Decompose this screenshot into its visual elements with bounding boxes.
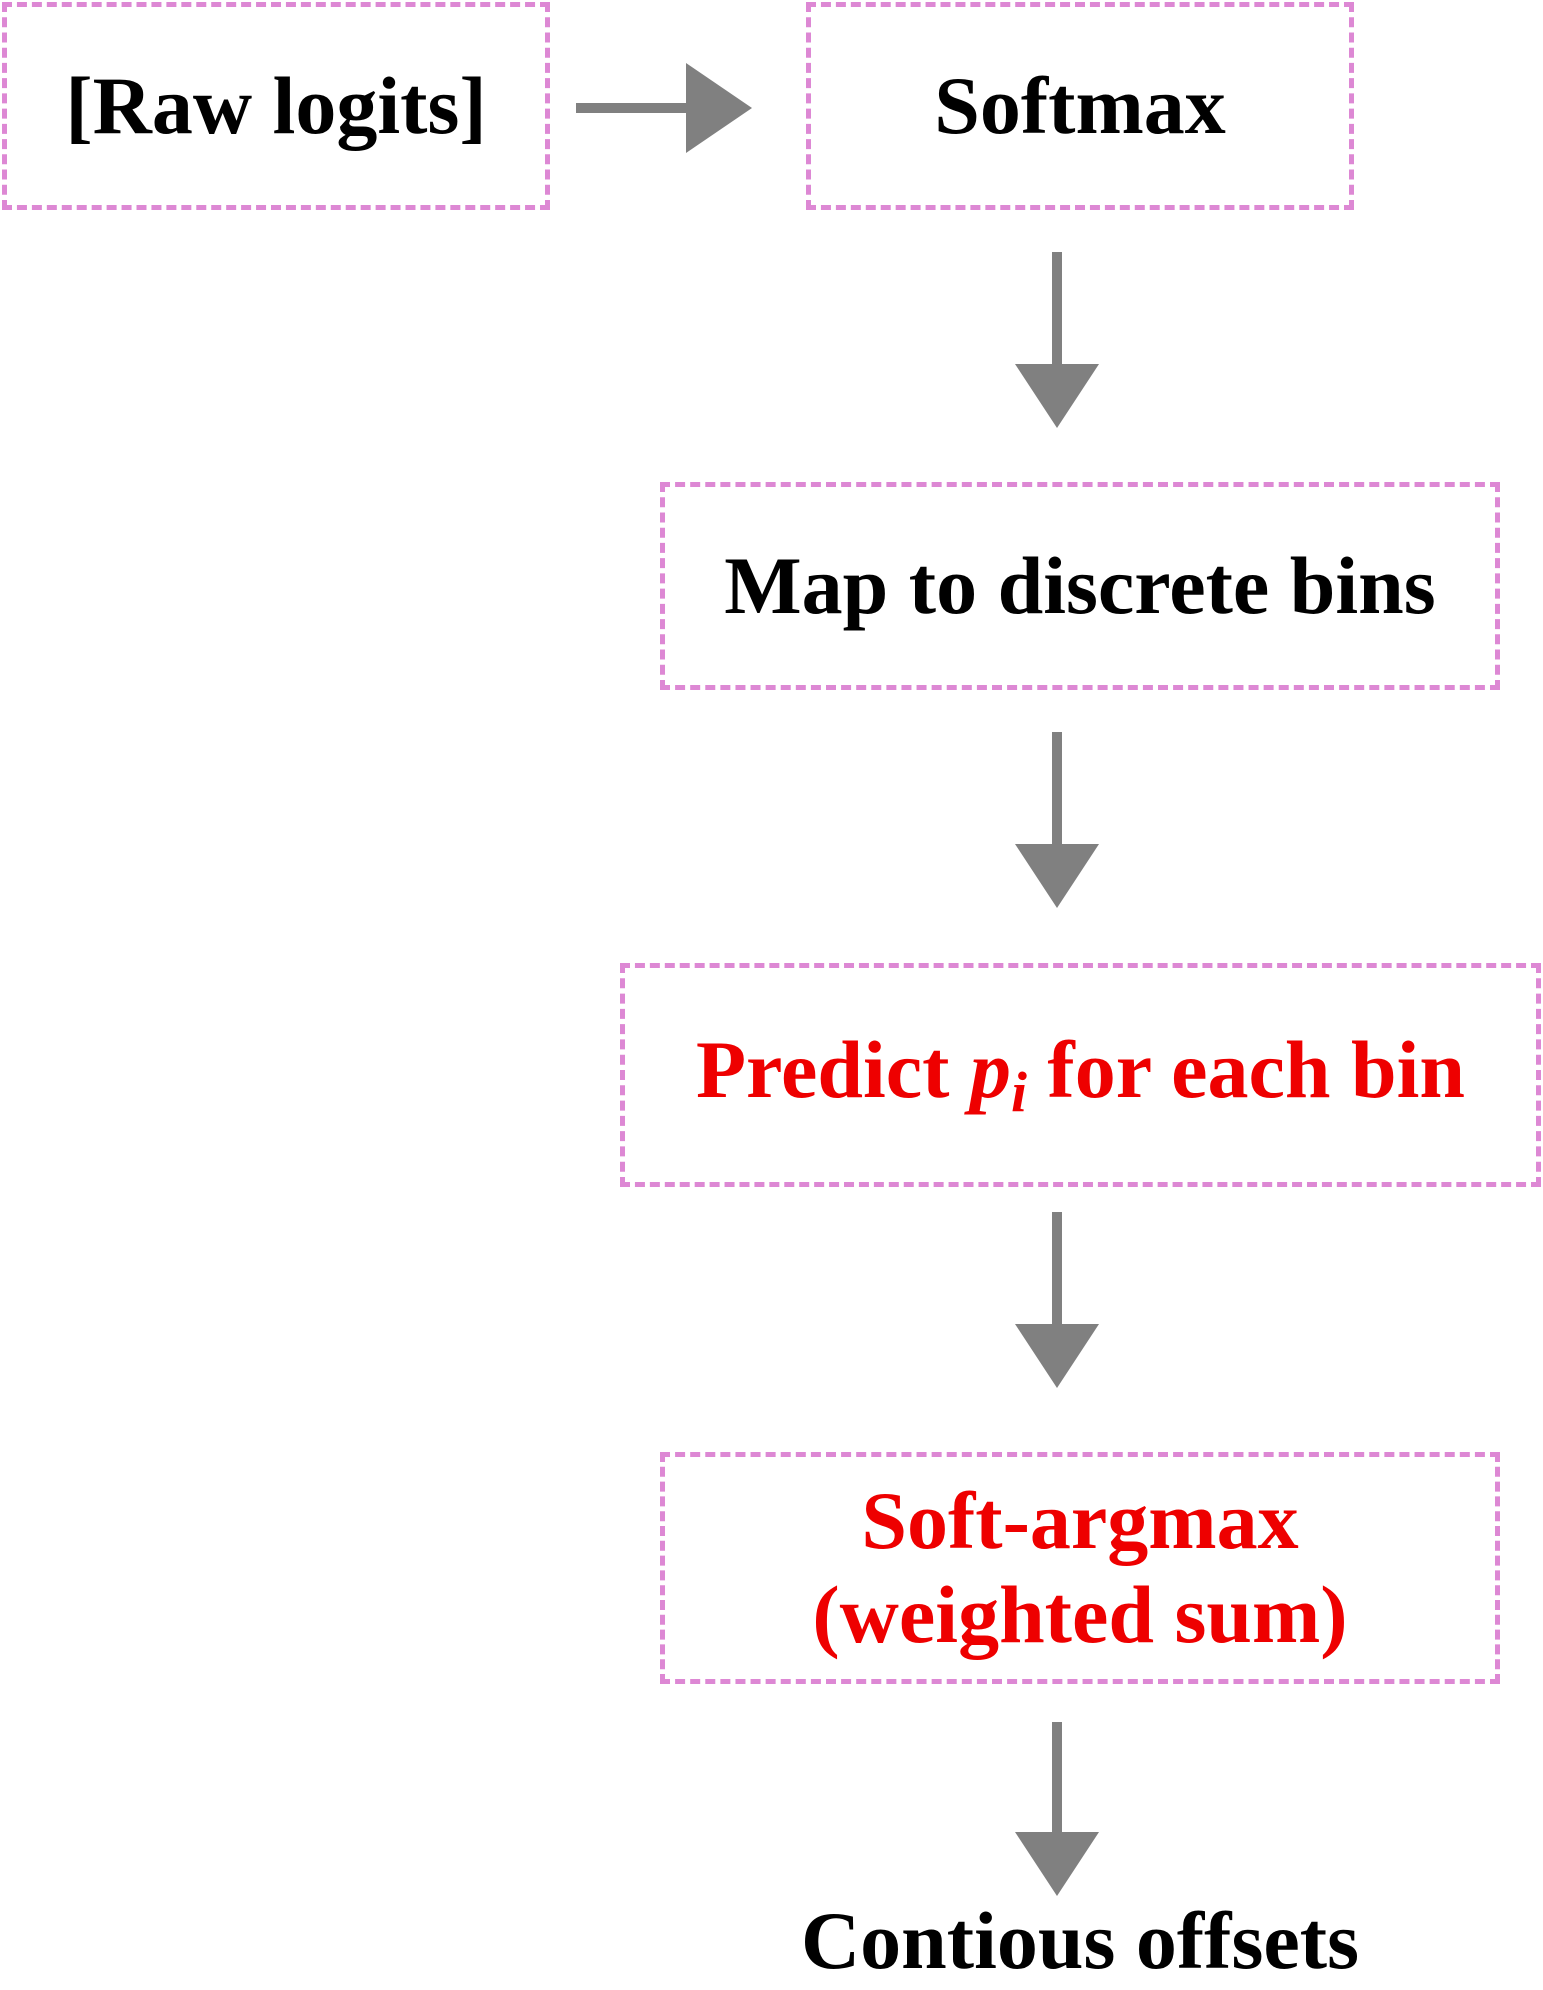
node-predict-text-after: for each bin bbox=[1026, 1024, 1466, 1116]
node-soft-argmax-title: Soft-argmax bbox=[861, 1474, 1299, 1566]
node-map-to-discrete-bins-label: Map to discrete bins bbox=[724, 539, 1436, 631]
node-raw-logits-label: [Raw logits] bbox=[65, 59, 487, 151]
node-predict-text-before: Predict bbox=[695, 1024, 970, 1116]
node-soft-argmax-subtitle: (weighted sum) bbox=[812, 1569, 1348, 1660]
node-soft-argmax: Soft-argmax (weighted sum) bbox=[660, 1452, 1500, 1684]
arrow-bins-to-predict-head bbox=[1015, 844, 1099, 908]
arrow-predict-to-softargmax-head bbox=[1015, 1324, 1099, 1388]
node-softmax: Softmax bbox=[806, 2, 1354, 210]
node-raw-logits: [Raw logits] bbox=[2, 2, 550, 210]
output-continuous-offsets: Contious offsets bbox=[800, 1895, 1360, 1986]
arrow-softmax-to-bins-head bbox=[1015, 364, 1099, 428]
node-map-to-discrete-bins: Map to discrete bins bbox=[660, 482, 1500, 690]
probability-symbol-base: p bbox=[969, 1024, 1011, 1116]
arrow-raw-to-softmax-head bbox=[686, 63, 752, 153]
node-softmax-label: Softmax bbox=[934, 59, 1226, 151]
probability-symbol: pi bbox=[969, 1024, 1027, 1124]
node-predict-label: Predict pi for each bin bbox=[696, 1023, 1465, 1126]
probability-symbol-subscript: i bbox=[1010, 1061, 1027, 1125]
node-predict-probabilities: Predict pi for each bin bbox=[620, 963, 1541, 1187]
arrow-softargmax-to-output-head bbox=[1015, 1832, 1099, 1896]
